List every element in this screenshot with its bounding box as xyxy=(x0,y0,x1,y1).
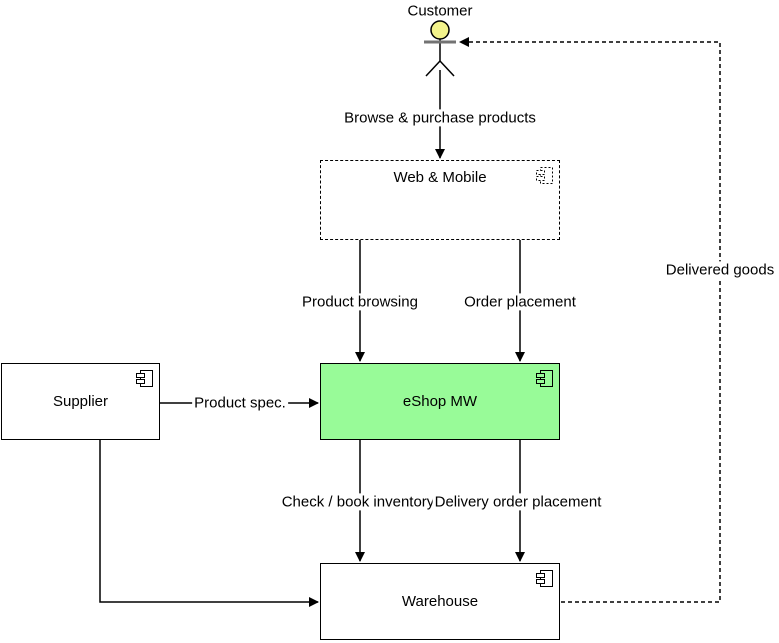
edge-label-browse-purchase: Browse & purchase products xyxy=(342,109,538,127)
node-eshop-mw[interactable]: eShop MW xyxy=(320,363,560,440)
component-icon xyxy=(536,370,553,387)
edge-supplier-warehouse-line[interactable] xyxy=(99,440,319,607)
actor-head-icon xyxy=(430,20,450,40)
edge-label-order-placement: Order placement xyxy=(462,293,578,311)
actor-right-leg-icon xyxy=(439,60,455,77)
component-icon xyxy=(136,370,153,387)
component-icon xyxy=(536,167,553,184)
component-icon xyxy=(536,570,553,587)
edge-label-check-book-inventory: Check / book inventory xyxy=(279,493,437,511)
actor-left-leg-icon xyxy=(425,60,441,77)
edge-label-product-browsing: Product browsing xyxy=(300,293,420,311)
node-label: Web & Mobile xyxy=(393,169,487,186)
edge-label-delivered-goods: Delivered goods xyxy=(663,261,777,279)
node-web-mobile[interactable]: Web & Mobile xyxy=(320,160,560,240)
edge-delivered-goods-line[interactable] xyxy=(459,37,721,603)
customer-actor[interactable] xyxy=(424,20,456,77)
node-supplier[interactable]: Supplier xyxy=(1,363,160,440)
actor-name-label: Customer xyxy=(407,2,473,20)
edge-label-delivery-order-placement: Delivery order placement xyxy=(432,493,604,511)
node-warehouse[interactable]: Warehouse xyxy=(320,563,560,640)
node-label: eShop MW xyxy=(402,393,478,410)
node-label: Supplier xyxy=(52,393,109,410)
node-label: Warehouse xyxy=(401,593,479,610)
edge-label-product-spec: Product spec. xyxy=(192,394,288,412)
